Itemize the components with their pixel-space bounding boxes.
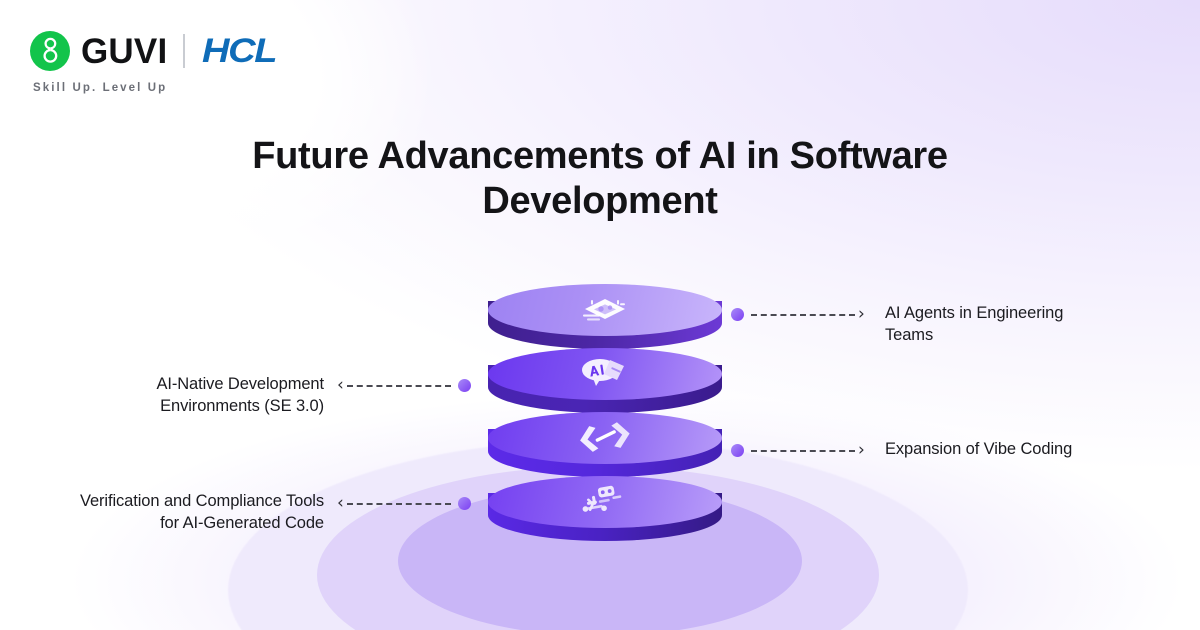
connector-dot bbox=[731, 308, 744, 321]
connector-dot bbox=[457, 497, 471, 510]
connector-vibe-coding: › bbox=[731, 442, 865, 459]
callout-vibe-coding-label: Expansion of Vibe Coding bbox=[885, 440, 1073, 458]
chevron-left-icon: ‹ bbox=[337, 493, 344, 513]
connector-ai-agents: › bbox=[731, 306, 865, 323]
disc-layer-4 bbox=[488, 476, 722, 550]
connector-dashed-line bbox=[346, 384, 451, 387]
connector-verification: ‹ bbox=[337, 495, 471, 512]
page-title: Future Advancements of AI in Software De… bbox=[252, 135, 948, 222]
brand-lockup: GUVI HCL Skill Up. Level Up bbox=[30, 28, 278, 94]
code-brackets-icon bbox=[488, 412, 722, 464]
callout-ai-native-env-label: AI-Native Development Environments (SE 3… bbox=[156, 375, 324, 415]
brand-tagline: Skill Up. Level Up bbox=[33, 82, 168, 94]
stacked-disc-diagram bbox=[488, 284, 724, 550]
chevron-right-icon: › bbox=[858, 440, 865, 460]
connector-dashed-line bbox=[346, 502, 451, 505]
vertical-divider bbox=[183, 34, 186, 68]
connector-dot bbox=[457, 379, 471, 392]
callout-ai-agents-label: AI Agents in Engineering Teams bbox=[885, 304, 1064, 344]
callout-verification-label: Verification and Compliance Tools for AI… bbox=[79, 492, 324, 532]
robot-network-icon bbox=[488, 476, 722, 528]
connector-dashed-line bbox=[751, 449, 855, 452]
connector-ai-native-env: ‹ bbox=[337, 377, 471, 394]
connector-dashed-line bbox=[751, 313, 855, 316]
disc-layer-1 bbox=[488, 284, 722, 358]
chevron-right-icon: › bbox=[858, 304, 865, 324]
logo-row: GUVI HCL bbox=[30, 28, 278, 74]
guvi-g-monogram-icon bbox=[30, 31, 70, 71]
connector-dot bbox=[731, 444, 744, 457]
ai-chat-bubble-icon bbox=[488, 348, 722, 400]
guvi-wordmark: GUVI bbox=[81, 31, 168, 71]
disc-layer-2 bbox=[488, 348, 722, 422]
ai-chip-layers-icon bbox=[488, 284, 722, 336]
chevron-left-icon: ‹ bbox=[337, 375, 344, 395]
hcl-wordmark: HCL bbox=[202, 32, 278, 70]
disc-layer-3 bbox=[488, 412, 722, 486]
